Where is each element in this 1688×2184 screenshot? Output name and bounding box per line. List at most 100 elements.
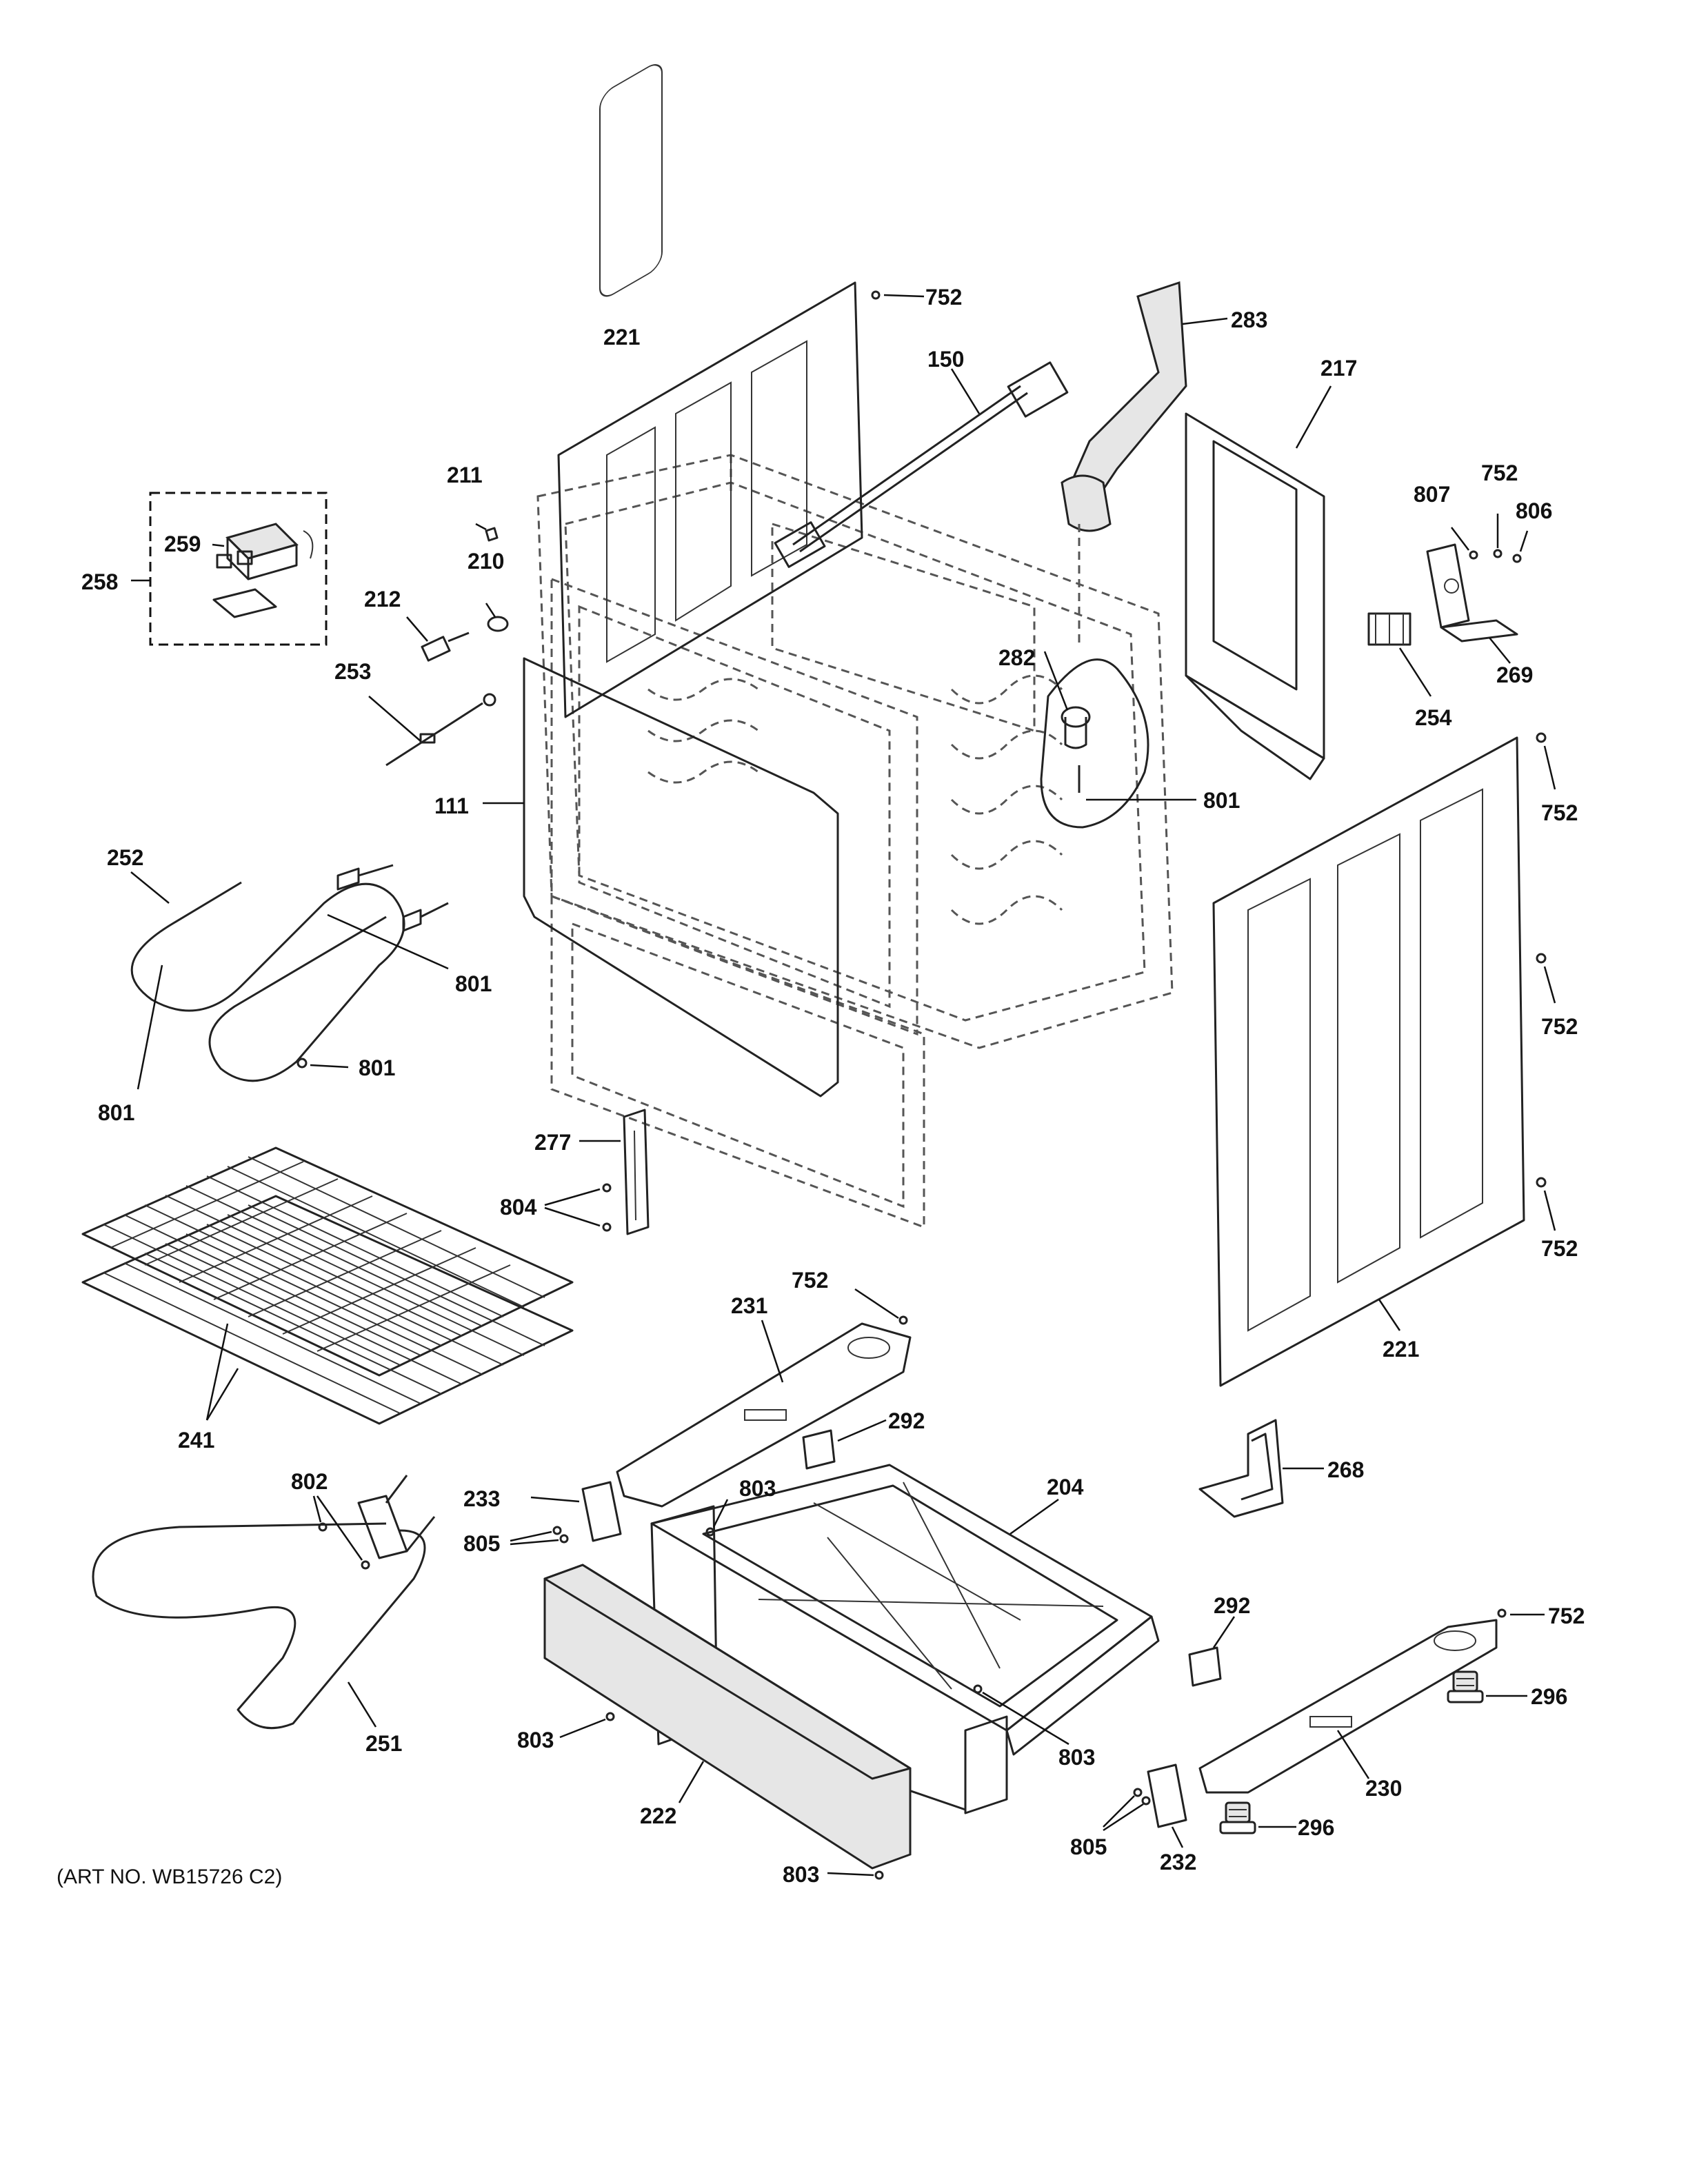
callout-258: 258 (81, 569, 118, 594)
kit-contents (212, 523, 314, 618)
screw-806 (1512, 554, 1522, 563)
screw-805-b2 (1141, 1796, 1151, 1806)
screw-805-b1 (1133, 1788, 1143, 1797)
callout-752: 752 (925, 285, 962, 310)
callout-253: 253 (334, 659, 371, 684)
callout-217: 217 (1320, 356, 1357, 381)
sensor-212 (421, 631, 470, 662)
callout-259: 259 (164, 532, 201, 556)
callout-254: 254 (1415, 705, 1452, 730)
oven-racks (81, 1146, 574, 1425)
callout-230: 230 (1365, 1776, 1402, 1801)
screw-752-mid (898, 1315, 908, 1325)
screw-752-bracket (1493, 549, 1503, 558)
callout-277: 277 (534, 1130, 571, 1155)
callout-251: 251 (365, 1731, 402, 1756)
callout-241: 241 (178, 1428, 214, 1453)
callout-752: 752 (1541, 800, 1578, 825)
insulation-282 (1040, 658, 1149, 829)
bake-element (92, 1475, 436, 1730)
callout-805: 805 (1070, 1834, 1107, 1859)
drawer-slide-231 (616, 1322, 912, 1508)
bracket-292-a (802, 1429, 836, 1470)
callout-803: 803 (1058, 1745, 1095, 1770)
callout-292: 292 (1214, 1593, 1250, 1618)
callout-752: 752 (1548, 1604, 1585, 1628)
callout-804: 804 (500, 1195, 537, 1220)
oven-cavity-outline (536, 454, 1174, 1229)
bushing-210 (487, 616, 509, 632)
callout-807: 807 (1414, 482, 1450, 507)
callout-292: 292 (888, 1408, 925, 1433)
callout-221: 221 (603, 325, 640, 350)
screw-803-d (874, 1870, 884, 1880)
screw-802-a (318, 1522, 328, 1532)
bracket-232 (1147, 1763, 1187, 1828)
side-panel-left (557, 64, 863, 718)
callout-268: 268 (1327, 1457, 1364, 1482)
temperature-probe (385, 693, 496, 767)
leveling-foot-b (1219, 1801, 1256, 1834)
callout-752: 752 (1481, 461, 1518, 485)
callout-806: 806 (1516, 498, 1552, 523)
wire-harness (774, 361, 1069, 568)
screw-752-r5 (1497, 1608, 1507, 1618)
callout-801: 801 (455, 971, 492, 996)
drawer-front (543, 1564, 912, 1870)
callout-805: 805 (463, 1531, 500, 1556)
callout-801: 801 (1203, 788, 1240, 813)
callout-282: 282 (998, 645, 1035, 670)
clip-211 (485, 527, 499, 542)
callout-803: 803 (739, 1476, 776, 1501)
screw-752-r4 (1536, 1177, 1547, 1188)
callout-269: 269 (1496, 663, 1533, 687)
side-panel-right (1212, 736, 1525, 1387)
screw-804-a (602, 1183, 612, 1193)
screw-752-top (871, 290, 881, 300)
screw-805-a2 (559, 1534, 569, 1544)
callout-221: 221 (1383, 1337, 1419, 1362)
terminal-block-254 (1367, 612, 1411, 646)
callout-803: 803 (783, 1862, 819, 1887)
screw-752-r3 (1536, 953, 1547, 964)
door-gasket (523, 657, 839, 1098)
callout-231: 231 (731, 1293, 767, 1318)
screw-752-r2 (1536, 732, 1547, 743)
callout-150: 150 (927, 347, 964, 372)
art-number: (ART NO. WB15726 C2) (57, 1866, 282, 1888)
callout-232: 232 (1160, 1850, 1196, 1874)
callout-752: 752 (1541, 1236, 1578, 1261)
kit-box-258 (149, 492, 328, 646)
screw-803-a (705, 1527, 715, 1537)
callout-296: 296 (1531, 1684, 1567, 1709)
callout-801: 801 (98, 1100, 134, 1125)
screw-805-a1 (552, 1526, 562, 1535)
screw-801-d (297, 1058, 308, 1069)
bracket-292-b (1188, 1646, 1222, 1687)
hinge-277 (623, 1109, 650, 1235)
duct-panel (1185, 412, 1325, 780)
screw-803-c (973, 1684, 983, 1694)
callout-296: 296 (1298, 1815, 1334, 1840)
callout-211: 211 (447, 463, 483, 487)
callout-204: 204 (1047, 1475, 1084, 1499)
callout-752: 752 (792, 1268, 828, 1293)
drawer-slide-230 (1198, 1619, 1498, 1794)
callout-283: 283 (1231, 307, 1267, 332)
broil-element (130, 864, 449, 1082)
callout-210: 210 (468, 549, 504, 574)
vent-duct (1061, 281, 1187, 532)
bracket-269 (1426, 543, 1518, 643)
drawer-body (650, 1464, 1160, 1814)
callout-801: 801 (359, 1055, 395, 1080)
callout-802: 802 (291, 1469, 328, 1494)
callout-111: 111 (434, 793, 469, 818)
callout-212: 212 (364, 587, 401, 611)
callout-752: 752 (1541, 1014, 1578, 1039)
screw-807 (1469, 550, 1478, 560)
callout-233: 233 (463, 1486, 500, 1511)
leveling-foot-a (1447, 1670, 1484, 1703)
bracket-268 (1198, 1419, 1284, 1518)
screw-803-b (605, 1712, 615, 1721)
